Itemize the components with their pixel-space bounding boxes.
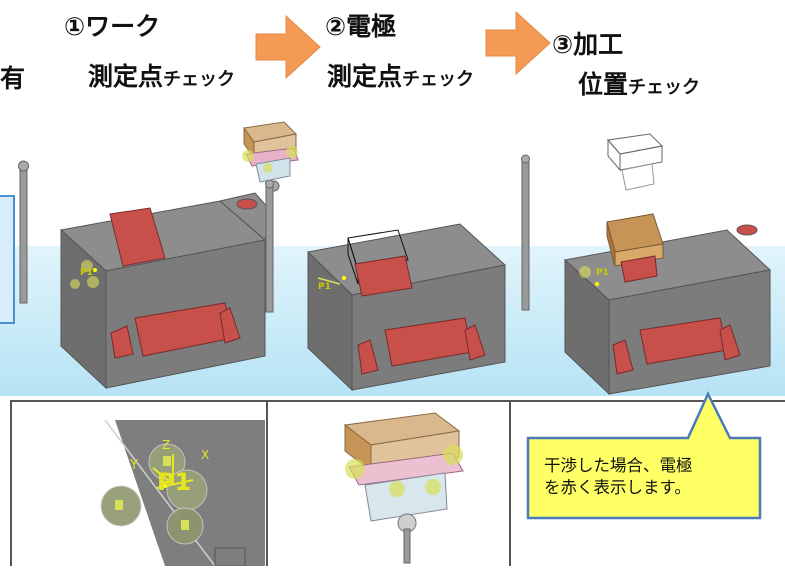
probe-stick-2 xyxy=(265,180,274,313)
step-arrow-2-icon xyxy=(485,10,551,76)
step-arrow-1-icon xyxy=(255,14,321,80)
zoom-axis-x: X xyxy=(201,448,210,462)
wireframe-electrode xyxy=(607,133,664,191)
p1-label-scene-2: P1 xyxy=(318,282,331,292)
left-partial-heading: 有 xyxy=(0,64,26,93)
zoom-p1-label: P1 xyxy=(157,468,192,496)
step-1-num-title: ①ワーク xyxy=(64,12,161,41)
zoomed-p1-view xyxy=(95,420,265,566)
scene-electrode-measurement xyxy=(306,223,507,392)
step-3-num-title: ③加工 xyxy=(552,30,624,59)
panel-divider-left xyxy=(10,400,12,566)
step-2-subtitle-small: チェック xyxy=(402,69,475,90)
electrode-closeup xyxy=(343,412,464,564)
panel-divider-1 xyxy=(266,400,268,566)
p1-label-scene-3: P1 xyxy=(596,268,609,278)
step-3-title: ③加工 xyxy=(552,32,623,57)
step-2-num-title: ②電極 xyxy=(325,12,397,41)
step-2-subtitle: 測定点チェック xyxy=(327,64,474,89)
scene-machining-check xyxy=(563,213,772,396)
step-2-subtitle-big: 測定点 xyxy=(327,62,403,91)
step-1-subtitle-big: 測定点 xyxy=(88,62,164,91)
step-2-title: ②電極 xyxy=(325,14,396,39)
floating-electrode-probe xyxy=(242,121,299,192)
callout-line-2: を赤く表示します。 xyxy=(544,478,691,497)
bottom-panel-row xyxy=(10,400,785,568)
callout-line-1: 干渉した場合、電極 xyxy=(544,456,693,475)
zoom-axis-z: Z xyxy=(162,438,171,452)
step-3-subtitle-small: チェック xyxy=(628,77,701,98)
left-blue-tab xyxy=(0,195,15,324)
callout-text: 干渉した場合、電極 を赤く表示します。 xyxy=(528,443,758,523)
step-3-subtitle-big: 位置 xyxy=(578,70,629,99)
zoom-axis-y: Y xyxy=(130,458,138,473)
panel-divider-2 xyxy=(509,400,511,566)
callout-bubble-icon xyxy=(526,391,762,520)
step-1-subtitle-small: チェック xyxy=(163,69,236,90)
step-1-subtitle: 測定点チェック xyxy=(88,64,235,89)
step-1-title: ①ワーク xyxy=(64,14,160,39)
step-3-subtitle: 位置チェック xyxy=(578,72,700,97)
probe-stick-3 xyxy=(521,154,530,311)
scene-workpiece-measurement xyxy=(18,160,271,390)
p1-label-scene-1: P1 xyxy=(80,268,93,278)
